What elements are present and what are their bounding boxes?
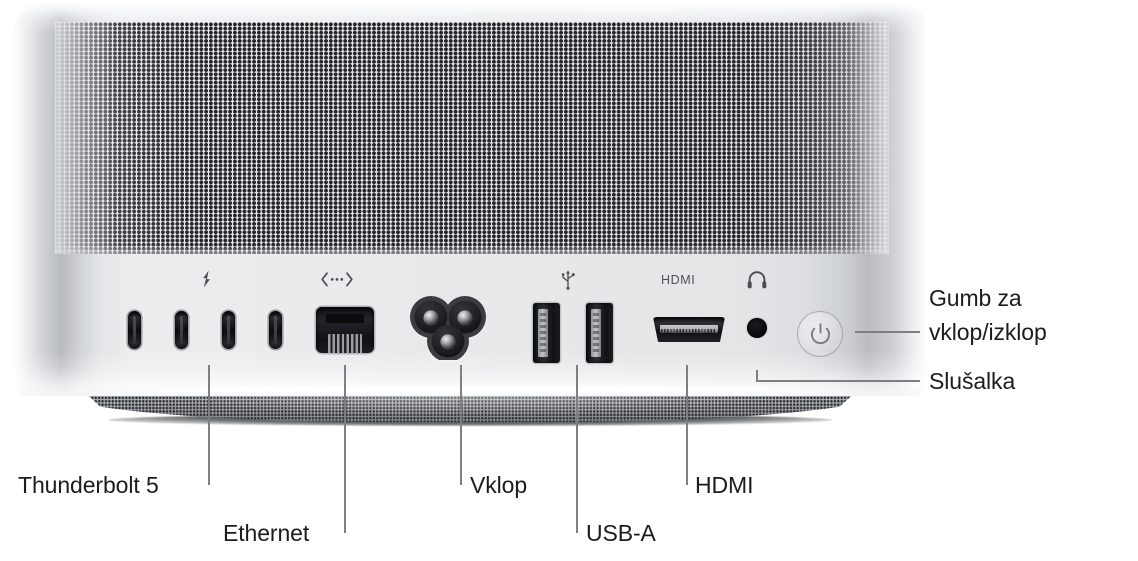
callout-label-ethernet: Ethernet <box>223 520 310 546</box>
ethernet-clip-slot <box>326 314 364 323</box>
callout-label-power-button-line2: vklop/izklop <box>929 319 1047 345</box>
thunderbolt-bolt-icon <box>200 270 213 290</box>
usb-a-port-2[interactable] <box>586 303 613 363</box>
thunderbolt-port-1[interactable] <box>128 311 141 349</box>
ethernet-port[interactable] <box>316 307 374 353</box>
callout-label-power-in: Vklop <box>470 472 528 498</box>
base-seam-highlight <box>62 386 878 394</box>
power-connector[interactable] <box>406 294 490 360</box>
callout-label-power-button-line1: Gumb za <box>929 285 1022 311</box>
callout-label-thunderbolt: Thunderbolt 5 <box>18 472 159 498</box>
thunderbolt-port-2[interactable] <box>175 311 188 349</box>
callout-label-hdmi: HDMI <box>695 472 754 498</box>
power-button[interactable] <box>797 311 843 357</box>
usb-a-port-1[interactable] <box>533 303 560 363</box>
thunderbolt-port-3[interactable] <box>222 311 235 349</box>
thunderbolt-port-4[interactable] <box>269 311 282 349</box>
ethernet-pin-contacts <box>328 334 362 353</box>
hdmi-port-label: HDMI <box>661 273 696 287</box>
hdmi-contacts <box>660 325 718 333</box>
power-symbol-icon <box>810 323 830 345</box>
top-vent-mesh <box>55 22 889 254</box>
callout-label-headphone: Slušalka <box>929 368 1016 394</box>
hdmi-port[interactable] <box>653 317 725 342</box>
usb-trident-icon <box>560 270 576 292</box>
callout-label-usb-a: USB-A <box>586 520 656 546</box>
headphone-jack[interactable] <box>747 318 767 338</box>
usb-a-tongue-1 <box>538 309 548 357</box>
headphone-icon <box>747 271 767 291</box>
ethernet-icon <box>320 272 354 289</box>
usb-a-tongue-2 <box>591 309 601 357</box>
